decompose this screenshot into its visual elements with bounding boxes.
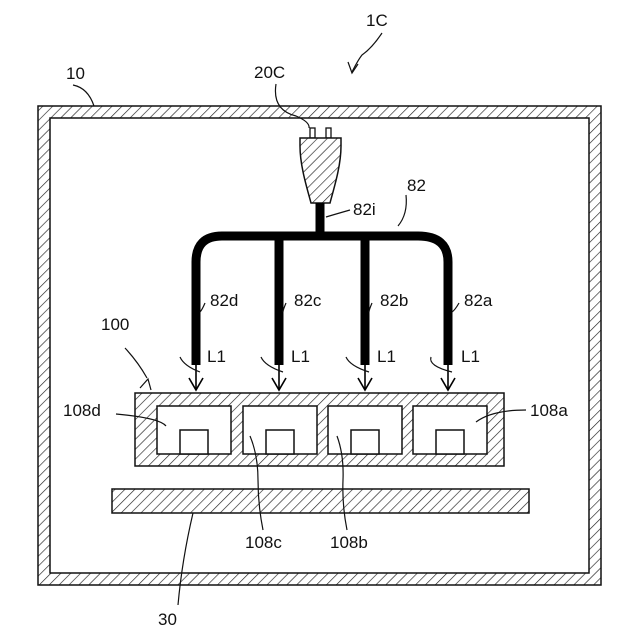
label-fiber-c: 82c [294, 291, 322, 310]
label-beam-1: L1 [207, 347, 226, 366]
label-cell-b: 108b [330, 533, 368, 552]
label-cell-d: 108d [63, 401, 101, 420]
label-beam-3: L1 [377, 347, 396, 366]
label-fiber-a: 82a [464, 291, 493, 310]
label-substrate: 100 [101, 315, 129, 334]
leader-lines [73, 33, 526, 605]
stage [112, 489, 529, 513]
label-stage: 30 [158, 610, 177, 629]
reference-labels: 1C 10 20C 82 82i 82d 82c 82b 82a 100 L1 … [63, 11, 568, 629]
label-beam-2: L1 [291, 347, 310, 366]
label-chamber: 10 [66, 64, 85, 83]
label-cell-a: 108a [530, 401, 568, 420]
label-fiber-d: 82d [210, 291, 238, 310]
label-input-fiber: 82i [353, 200, 376, 219]
label-beam-4: L1 [461, 347, 480, 366]
light-source [300, 128, 341, 203]
label-assembly: 1C [366, 11, 388, 30]
fiber-bundle [196, 203, 448, 365]
label-source: 20C [254, 63, 285, 82]
label-fiber-b: 82b [380, 291, 408, 310]
beam-arrows [189, 365, 455, 390]
label-cell-c: 108c [245, 533, 282, 552]
label-fiber-bundle: 82 [407, 176, 426, 195]
